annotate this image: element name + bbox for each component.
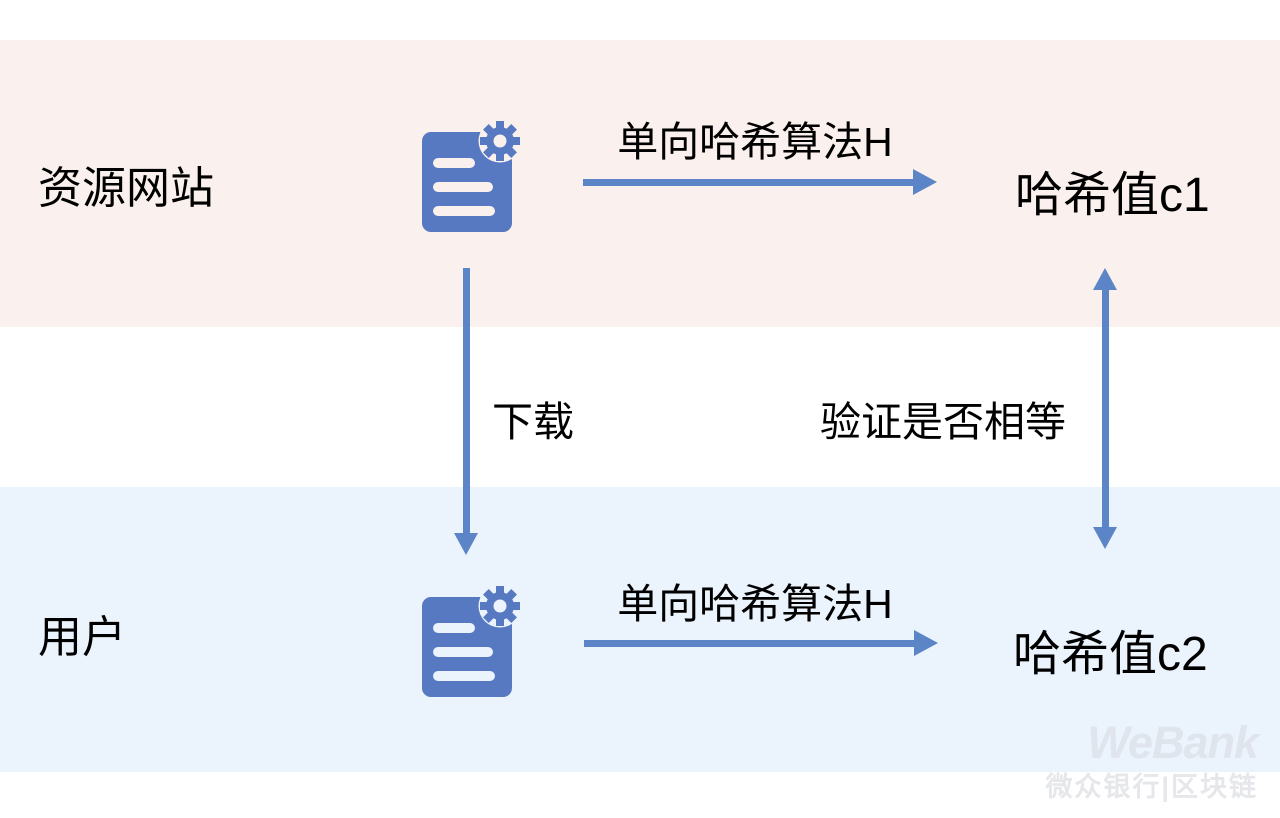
gear-icon bbox=[478, 119, 522, 163]
user-label: 用户 bbox=[38, 613, 126, 662]
webank-logo: WeBank bbox=[1087, 717, 1259, 768]
source-website-label: 资源网站 bbox=[38, 164, 214, 213]
arrow-shaft bbox=[583, 178, 913, 186]
document-line bbox=[433, 647, 493, 657]
document-line bbox=[433, 671, 495, 681]
document-line bbox=[433, 623, 475, 633]
hash-algorithm-label-top: 单向哈希算法H bbox=[617, 119, 893, 165]
arrow-shaft bbox=[1101, 290, 1109, 527]
arrow-head-icon bbox=[1093, 268, 1117, 290]
download-label: 下载 bbox=[492, 399, 574, 445]
arrow-head-icon bbox=[914, 630, 938, 656]
hash-value-c2: 哈希值c2 bbox=[1013, 628, 1208, 681]
gear-icon bbox=[478, 584, 522, 628]
verify-double-arrow bbox=[1092, 268, 1118, 549]
document-line bbox=[433, 206, 495, 216]
hash-algorithm-label-bottom: 单向哈希算法H bbox=[617, 581, 893, 627]
document-line bbox=[433, 182, 493, 192]
webank-subtitle: 微众银行|区块链 bbox=[1045, 772, 1258, 802]
webank-watermark: WeBank 微众银行|区块链 bbox=[1045, 717, 1259, 802]
right-arrow-top bbox=[583, 169, 937, 195]
document-line bbox=[433, 158, 475, 168]
document-gear-icon-source bbox=[422, 119, 522, 232]
hash-value-c1: 哈希值c1 bbox=[1015, 169, 1210, 222]
arrow-head-icon bbox=[1093, 527, 1117, 549]
verify-equal-label: 验证是否相等 bbox=[820, 399, 1066, 445]
arrow-shaft bbox=[462, 268, 470, 533]
arrow-head-icon bbox=[454, 533, 478, 555]
arrow-shaft bbox=[584, 639, 914, 647]
right-arrow-bottom bbox=[584, 630, 938, 656]
document-gear-icon-user bbox=[422, 584, 522, 697]
user-band bbox=[0, 487, 1280, 772]
arrow-head-icon bbox=[913, 169, 937, 195]
download-arrow bbox=[453, 268, 479, 555]
